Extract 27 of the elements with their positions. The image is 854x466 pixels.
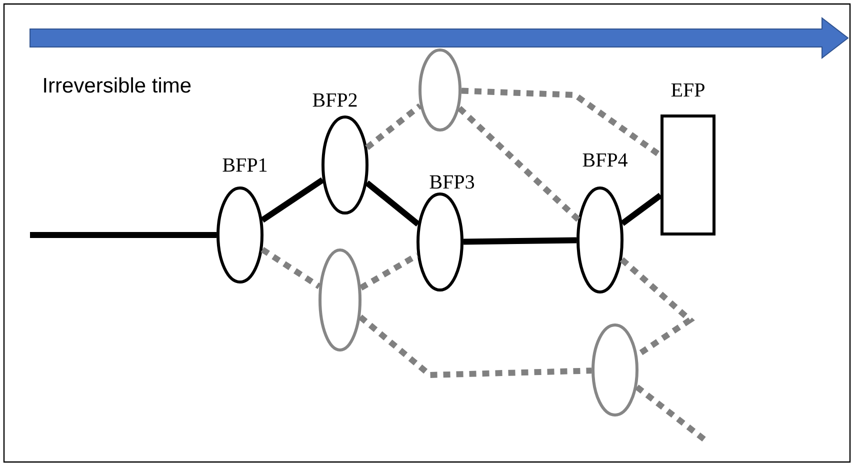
path-line bbox=[620, 257, 695, 358]
path-line bbox=[457, 106, 580, 222]
path-line bbox=[365, 180, 420, 227]
path-line bbox=[358, 314, 592, 378]
end-box bbox=[660, 83, 716, 236]
path-line bbox=[635, 384, 707, 442]
path-line bbox=[260, 247, 321, 290]
ellipse-marker bbox=[312, 93, 368, 214]
path-line bbox=[620, 192, 662, 226]
path-line bbox=[461, 88, 662, 158]
ellipse-marker bbox=[416, 175, 474, 292]
path-line bbox=[30, 232, 216, 238]
axis-label: Irreversible time bbox=[44, 77, 191, 93]
path-line bbox=[260, 177, 324, 223]
ellipse-marker bbox=[216, 158, 267, 284]
node-label: BFP2 bbox=[312, 93, 357, 107]
node-label: BFP3 bbox=[430, 175, 474, 189]
node-label: BFP4 bbox=[582, 153, 628, 167]
ellipse-marker bbox=[418, 48, 462, 132]
node-label: EFP bbox=[671, 83, 704, 97]
path-line bbox=[359, 252, 419, 290]
node-label: BFP1 bbox=[222, 158, 267, 172]
path-line bbox=[463, 237, 577, 245]
ellipse-marker bbox=[318, 248, 362, 352]
path-line bbox=[365, 103, 422, 150]
ellipse-marker bbox=[576, 153, 628, 294]
ellipse-marker bbox=[592, 324, 638, 416]
